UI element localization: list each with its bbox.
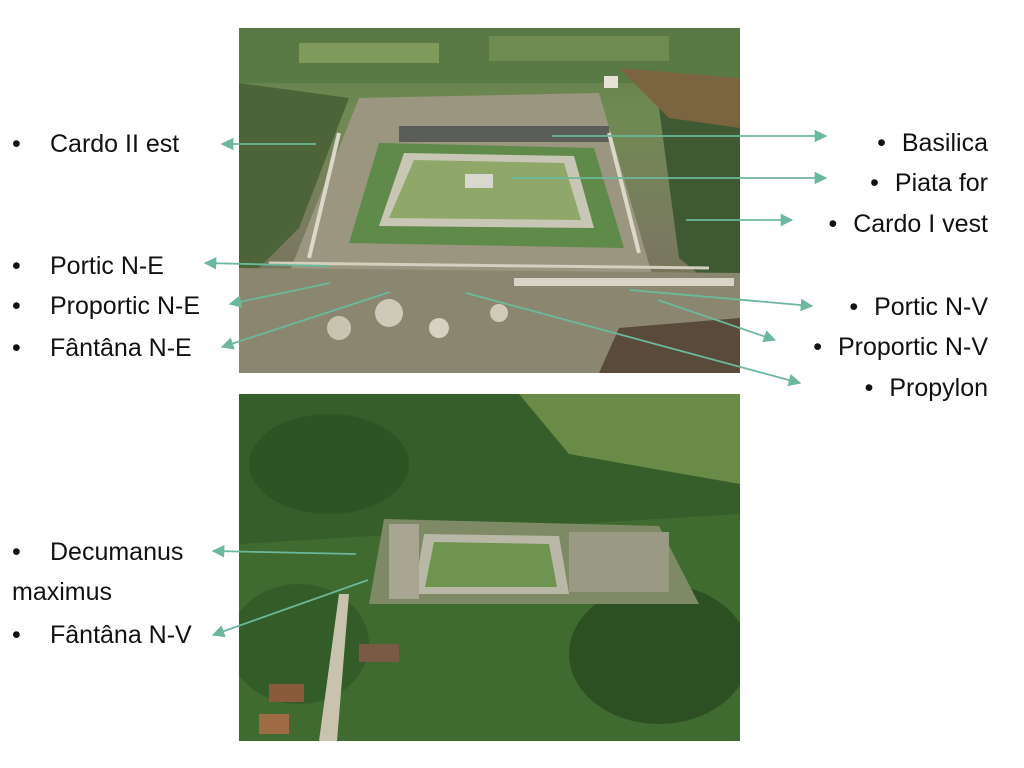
label-basilica: •Basilica xyxy=(877,129,988,157)
bullet-icon: • xyxy=(849,293,859,321)
label-decumanus-maximus: •Decumanus maximus xyxy=(12,538,184,606)
label-proportic-n-e: •Proportic N-E xyxy=(12,292,201,320)
bullet-icon: • xyxy=(12,252,21,280)
bullet-icon: • xyxy=(12,292,21,320)
bullet-icon: • xyxy=(877,129,886,157)
bullet-icon: • xyxy=(870,169,879,197)
label-fantana-n-e: •Fântâna N-E xyxy=(12,334,192,362)
bullet-icon: • xyxy=(12,130,21,158)
bullet-icon: • xyxy=(864,374,874,402)
label-proportic-n-v: •Proportic N-V xyxy=(813,333,988,361)
label-cardo-ii-est: •Cardo II est xyxy=(12,130,180,158)
label-cardo-i-vest: •Cardo I vest xyxy=(828,210,988,238)
label-piata-for: •Piata for xyxy=(870,169,988,197)
label-portic-n-e: •Portic N-E xyxy=(12,252,164,280)
aerial-photo-forum-wide xyxy=(239,394,740,741)
label-fantana-n-v: •Fântâna N-V xyxy=(12,621,192,649)
bullet-icon: • xyxy=(12,621,21,649)
aerial-photo-forum-close xyxy=(239,28,740,373)
label-propylon: •Propylon xyxy=(864,374,988,402)
label-portic-n-v: •Portic N-V xyxy=(849,293,988,321)
bullet-icon: • xyxy=(813,333,822,361)
bullet-icon: • xyxy=(828,210,838,238)
bullet-icon: • xyxy=(12,334,21,362)
bullet-icon: • xyxy=(12,538,21,566)
